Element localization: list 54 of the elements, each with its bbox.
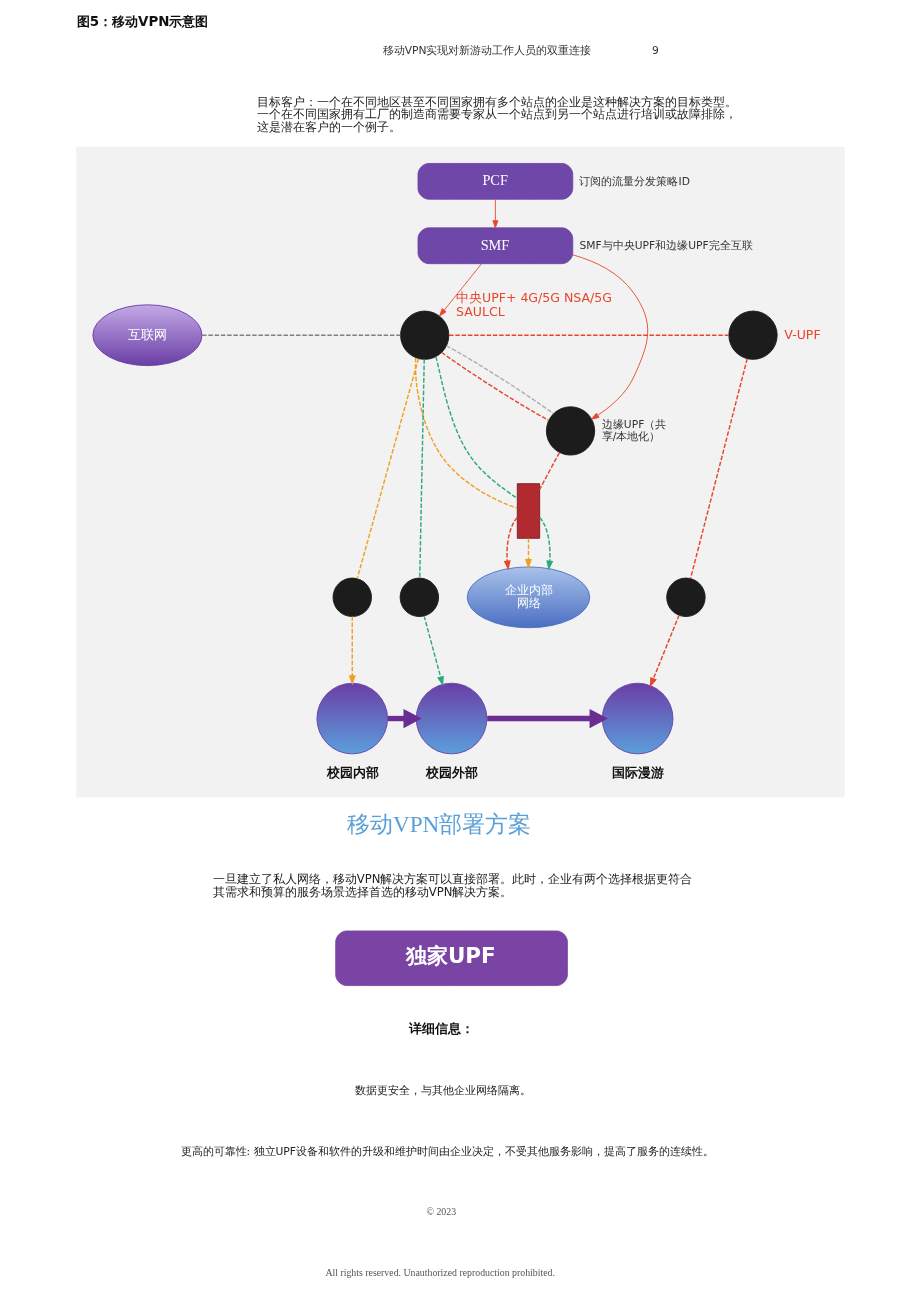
node-label: 边缘UPF（共享/本地化） [601,417,666,443]
label: 9 [651,43,659,57]
connector [434,356,518,499]
arrow [486,708,608,729]
node-box [516,483,540,539]
node-box: SMF [417,227,573,265]
node-ellipse: 互联网 [91,304,202,367]
connector [447,334,729,336]
connector [538,452,560,490]
node-circle [727,310,778,360]
node-label: SMF与中央UPF和边缘UPF完全互联 [578,238,753,252]
arrow [572,254,648,420]
diagram-title: 图5：移动VPN示意图 [76,13,208,29]
node-box: PCF [417,163,573,200]
node-box: 独家UPF [334,930,568,986]
label: 数据更安全，与其他企业网络隔离。 [354,1084,531,1098]
node-circle [545,406,595,456]
arrow [348,615,356,686]
label: 移动VPN部署方案 [346,810,531,837]
node-circle [601,682,673,755]
arrow [503,516,518,571]
connector [356,358,419,580]
node-label: 订阅的流量分发策略ID [578,174,690,188]
node-circle [332,577,372,617]
label: 更高的可靠性: 独立UPF设备和软件的升级和维护时间由企业决定，不受其他服务影响，提高了服务的连续性。 [180,1145,714,1159]
arrow [524,537,532,569]
node-label: V-UPF [783,326,821,342]
node-circle [399,577,439,617]
label: All rights reserved. Unauthorized reproduction prohibited. [324,1267,555,1279]
node-circle [315,682,388,755]
arrow [649,614,680,688]
label: 目标客户：一个在不同地区甚至不同国家拥有多个站点的企业是这种解决方案的目标类型。一个在不同国家拥有工厂的制造商需要专家从一个站点到另一个站点进行培训或故障排除，这是潜在客户的一个例子。 [256,94,737,134]
connector [418,358,425,579]
connector [414,357,518,509]
label: 一旦建立了私人网络，移动VPN解决方案可以直接部署。此时，企业有两个选择根据更符合其需求和预算的服务场景选择首选的移动VPN解决方案。 [212,872,692,899]
arrow [491,198,498,229]
label: 移动VPN实现对新游动工作人员的双重连接 [382,43,591,57]
label: © 2023 [426,1206,456,1218]
label: 详细信息： [408,1021,474,1037]
node-label: 校园外部 [425,764,478,780]
cluster [75,146,845,798]
arrow [422,615,444,687]
node-ellipse: 企业内部网络 [466,566,590,629]
node-label: 国际漫游 [611,764,664,780]
arrow [438,263,482,317]
node-label: 中央UPF+ 4G/5G NSA/5G SAULCL [455,290,612,319]
node-circle [665,577,706,617]
connector [445,345,554,415]
connector [200,334,401,336]
node-label: 校园内部 [326,764,379,780]
connector [440,351,549,422]
arrow [538,516,553,571]
node-circle [415,682,487,755]
connector [689,358,748,580]
